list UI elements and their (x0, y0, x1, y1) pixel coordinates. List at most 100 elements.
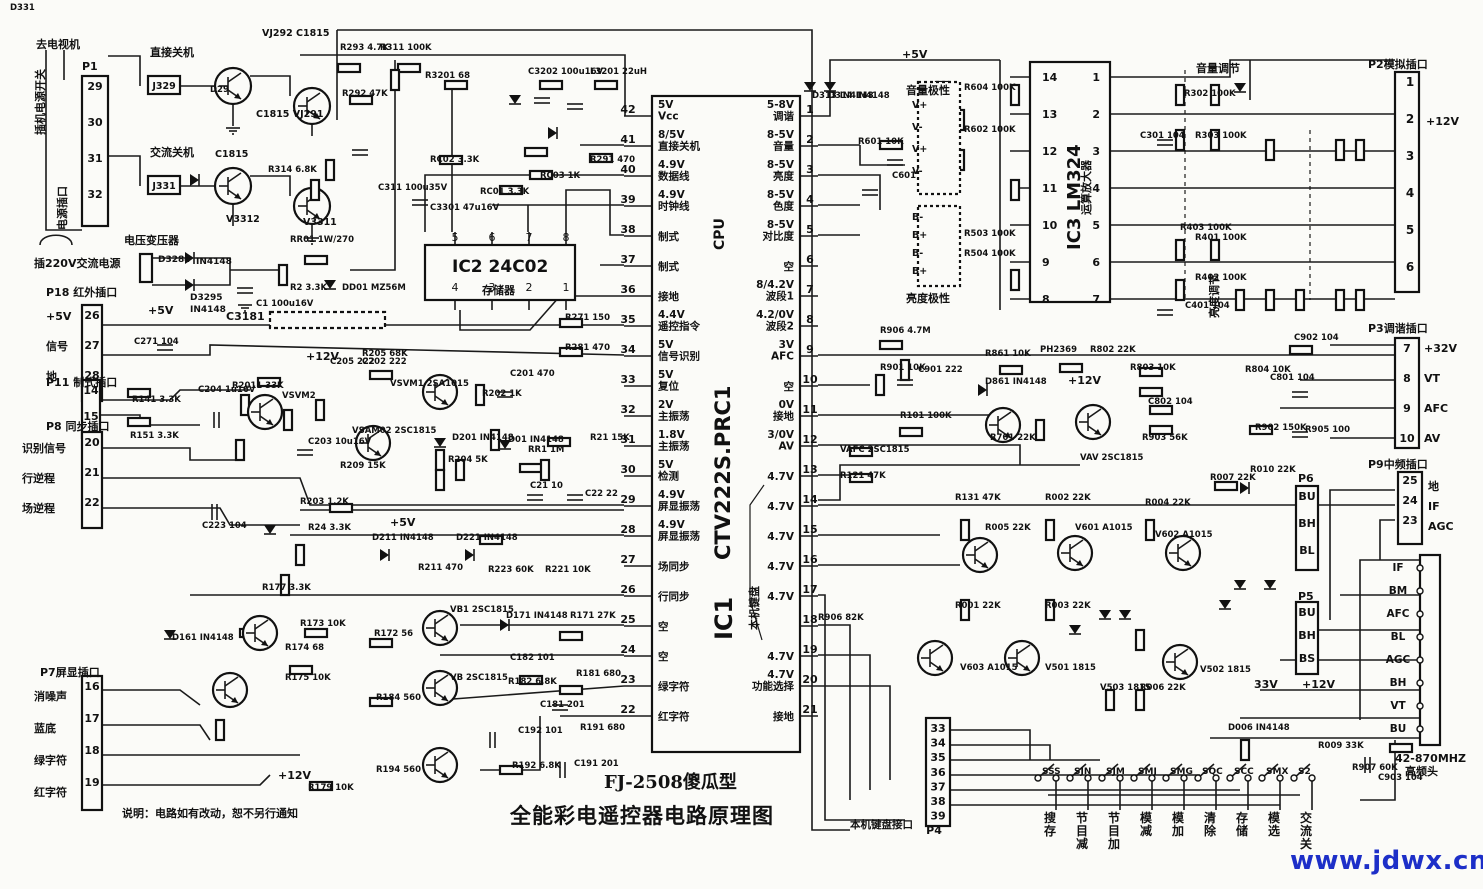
resistor-v (214, 718, 226, 742)
capacitor (1364, 757, 1371, 773)
component-label: R179 10K (308, 783, 354, 793)
tuner-pin-label: AFC (1386, 608, 1409, 620)
resistor-h (1248, 424, 1274, 436)
component-label: C902 104 (1294, 333, 1339, 343)
resistor-v (1294, 288, 1306, 312)
key-switch-ref: SQC (1202, 767, 1223, 777)
connector-p2-label: +12V (1426, 115, 1460, 128)
connector-p8-label: 识别信号 (22, 441, 66, 455)
ic3-pin-number: 7 (1092, 293, 1100, 306)
diode (548, 127, 558, 139)
ic3-pin-number: 9 (1042, 256, 1050, 269)
terminal-icon (1130, 774, 1138, 782)
connector-p2-pin: 1 (1406, 75, 1414, 89)
resistor-h (1058, 362, 1084, 374)
wires (45, 29, 1430, 831)
connector-p7-label: 绿字符 (34, 753, 67, 767)
ic3-function: 运算放大器 (1079, 159, 1093, 215)
component-label: PH2369 (1040, 345, 1077, 355)
ic3-pin-number: 6 (1092, 256, 1100, 269)
key-switch-ref: SMJ (1138, 767, 1157, 777)
tuner-pin-label: BU (1390, 723, 1407, 735)
resistor-v (434, 468, 446, 492)
connector-p3-label: +32V (1424, 342, 1458, 355)
resistor-v (1044, 518, 1056, 542)
connector-p7-pin: 19 (84, 776, 99, 789)
plug-icon (39, 234, 73, 246)
supply-12v-label: +12V (278, 769, 312, 782)
ic1-function: CPU (712, 218, 728, 250)
terminal-icon (1084, 774, 1092, 782)
supply-33v-label: 33V (1254, 678, 1278, 691)
terminal-icon (1212, 774, 1220, 782)
ic1-pin-number: 40 (620, 163, 636, 176)
connector-p7-name: P7屏显插口 (40, 665, 100, 679)
key-switch-ref: SJM (1106, 767, 1125, 777)
component-label: R009 33K (1318, 741, 1364, 751)
resistor-h (368, 637, 394, 649)
ic1-cpu-body (650, 94, 802, 754)
resistor-h (593, 79, 619, 91)
diode (1099, 610, 1111, 620)
ic1-pin-label: 红字符 (658, 710, 690, 723)
component-label: D221 IN4148 (456, 533, 518, 543)
resistor-h (546, 436, 572, 448)
ic1-pin-label: 场同步 (658, 560, 690, 573)
connector-p3-pin: 7 (1403, 342, 1411, 355)
relay-label: 直接关机 (150, 45, 194, 59)
component-label: R24 3.3K (308, 523, 351, 533)
resistor-h (1138, 386, 1164, 398)
component-label: R292 47K (342, 89, 388, 99)
transistor (1003, 639, 1041, 677)
connector-p3-name: P3调谐插口 (1368, 321, 1428, 335)
connector-p1-right-label: 电源插口 (55, 186, 69, 230)
resistor-v (294, 543, 306, 567)
resistor-v (474, 383, 486, 407)
ic2-pin-number: 1 (563, 281, 570, 294)
ic1-pin-number: 26 (620, 583, 636, 596)
terminal-icon (1180, 774, 1188, 782)
terminal-icon (1416, 564, 1424, 572)
resistor-h (878, 139, 904, 151)
terminal-icon (1034, 774, 1042, 782)
terminal-icon (1416, 610, 1424, 618)
ic2-function: 存储器 (482, 283, 516, 297)
connector-p5-pin: BS (1299, 652, 1315, 665)
ic1-pin-number: 31 (620, 433, 635, 446)
transistor (421, 746, 459, 784)
resistor-h (478, 534, 504, 546)
component-label: V602 A1015 (1155, 530, 1213, 540)
pot-pin-label: B+ (912, 230, 927, 241)
diode (804, 82, 816, 92)
ic1-pin-label: 空 (784, 380, 795, 393)
terminal-icon (1308, 774, 1316, 782)
component-label: VB 2SC1815 (450, 673, 508, 683)
ic1-pin-number: 23 (620, 673, 635, 686)
component-label: R803 10K (1130, 363, 1176, 373)
connector-p9-label: IF (1428, 500, 1440, 513)
component-label: R010 22K (1250, 465, 1296, 475)
component-label: V503 1815 (1100, 683, 1151, 693)
ic1-pin-number: 24 (620, 643, 636, 656)
relay-driver-label: V3311 (303, 217, 337, 228)
resistor-v (1354, 288, 1366, 312)
component-label: C601 (892, 171, 916, 181)
connector-p4-pin: 36 (930, 766, 946, 779)
key-switch-ref: S2 (1298, 767, 1311, 777)
capacitor (352, 149, 368, 156)
terminal-icon (1116, 774, 1124, 782)
component-label: RR1 1M (528, 445, 564, 455)
connector-p9-pin: 25 (1402, 474, 1417, 487)
resistor-h (518, 462, 544, 474)
ic1-pin-number: 34 (620, 343, 636, 356)
connector-p7 (80, 674, 104, 812)
component-label: R184 560 (376, 693, 421, 703)
resistor-v (1174, 83, 1186, 107)
brightness-polarity-label: 亮度极性 (906, 291, 950, 305)
component-label: R602 100K (964, 125, 1016, 135)
